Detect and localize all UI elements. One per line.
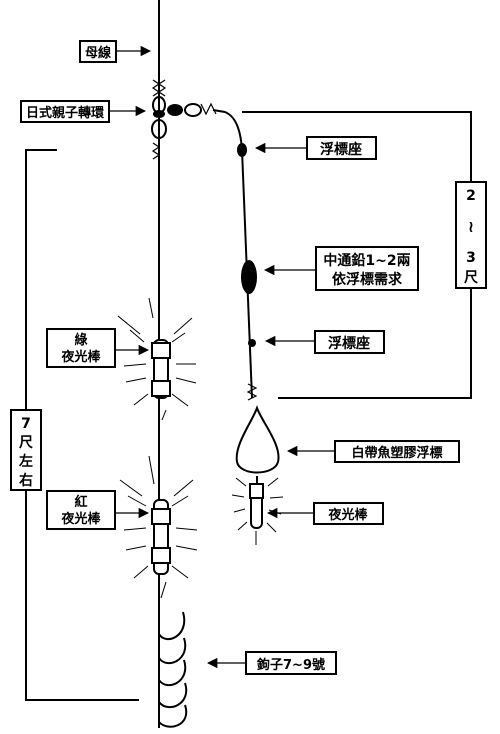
label-length-left-3: 左 [18,453,33,470]
float-seat-top-shape [237,143,247,157]
label-length-right-1: 2 [466,188,476,204]
label-float-seat-bottom-text: 浮標座 [328,335,370,352]
label-right-glow-text: 夜光棒 [327,507,368,523]
label-length-right: 2 ≀ 3 尺 [455,181,487,289]
label-main-line-text: 母線 [85,45,112,61]
glow-stick-green [117,297,197,421]
label-float: 白帶魚塑膠浮標 [334,440,460,463]
glow-stick-red [119,455,198,599]
float-seat-bottom-shape [248,339,256,347]
label-float-text: 白帶魚塑膠浮標 [351,445,442,461]
label-length-right-4: 尺 [464,270,478,286]
label-float-seat-bottom: 浮標座 [314,330,385,354]
float-swivel [246,383,258,401]
label-length-right-2: ≀ [468,217,474,236]
label-main-line: 母線 [79,40,117,63]
label-sinker-line2: 依浮標需求 [332,271,403,288]
label-hooks: 鉤子7~9號 [245,651,337,675]
float-shape [235,405,280,474]
label-swivel: 日式親子轉環 [20,100,110,123]
glow-stick-right [231,477,284,545]
label-sinker-line1: 中通鉛1~2兩 [323,252,410,269]
label-green-glow: 綠 夜光棒 [46,328,116,368]
label-float-seat-top-text: 浮標座 [320,141,362,158]
swivel-assembly [151,79,217,160]
hooks [158,611,188,728]
label-red-glow-line1: 紅 [74,494,87,510]
label-length-left-1: 7 [21,416,31,432]
label-length-right-3: 3 [466,250,476,266]
length-bracket-left [25,149,139,701]
label-float-seat-top: 浮標座 [306,136,377,160]
label-red-glow-line2: 夜光棒 [60,511,101,527]
label-swivel-text: 日式親子轉環 [26,105,105,121]
label-right-glow: 夜光棒 [313,502,384,525]
label-length-left-4: 右 [18,472,33,489]
label-length-left: 7 尺 左 右 [10,409,42,491]
sinker-shape [241,260,257,294]
label-length-left-2: 尺 [19,435,33,451]
leader-lines [110,45,334,669]
label-green-glow-line2: 夜光棒 [60,349,101,365]
label-red-glow: 紅 夜光棒 [46,490,116,530]
label-green-glow-line1: 綠 [74,332,88,348]
label-sinker: 中通鉛1~2兩 依浮標需求 [315,246,419,291]
label-hooks-text: 鉤子7~9號 [256,657,325,673]
